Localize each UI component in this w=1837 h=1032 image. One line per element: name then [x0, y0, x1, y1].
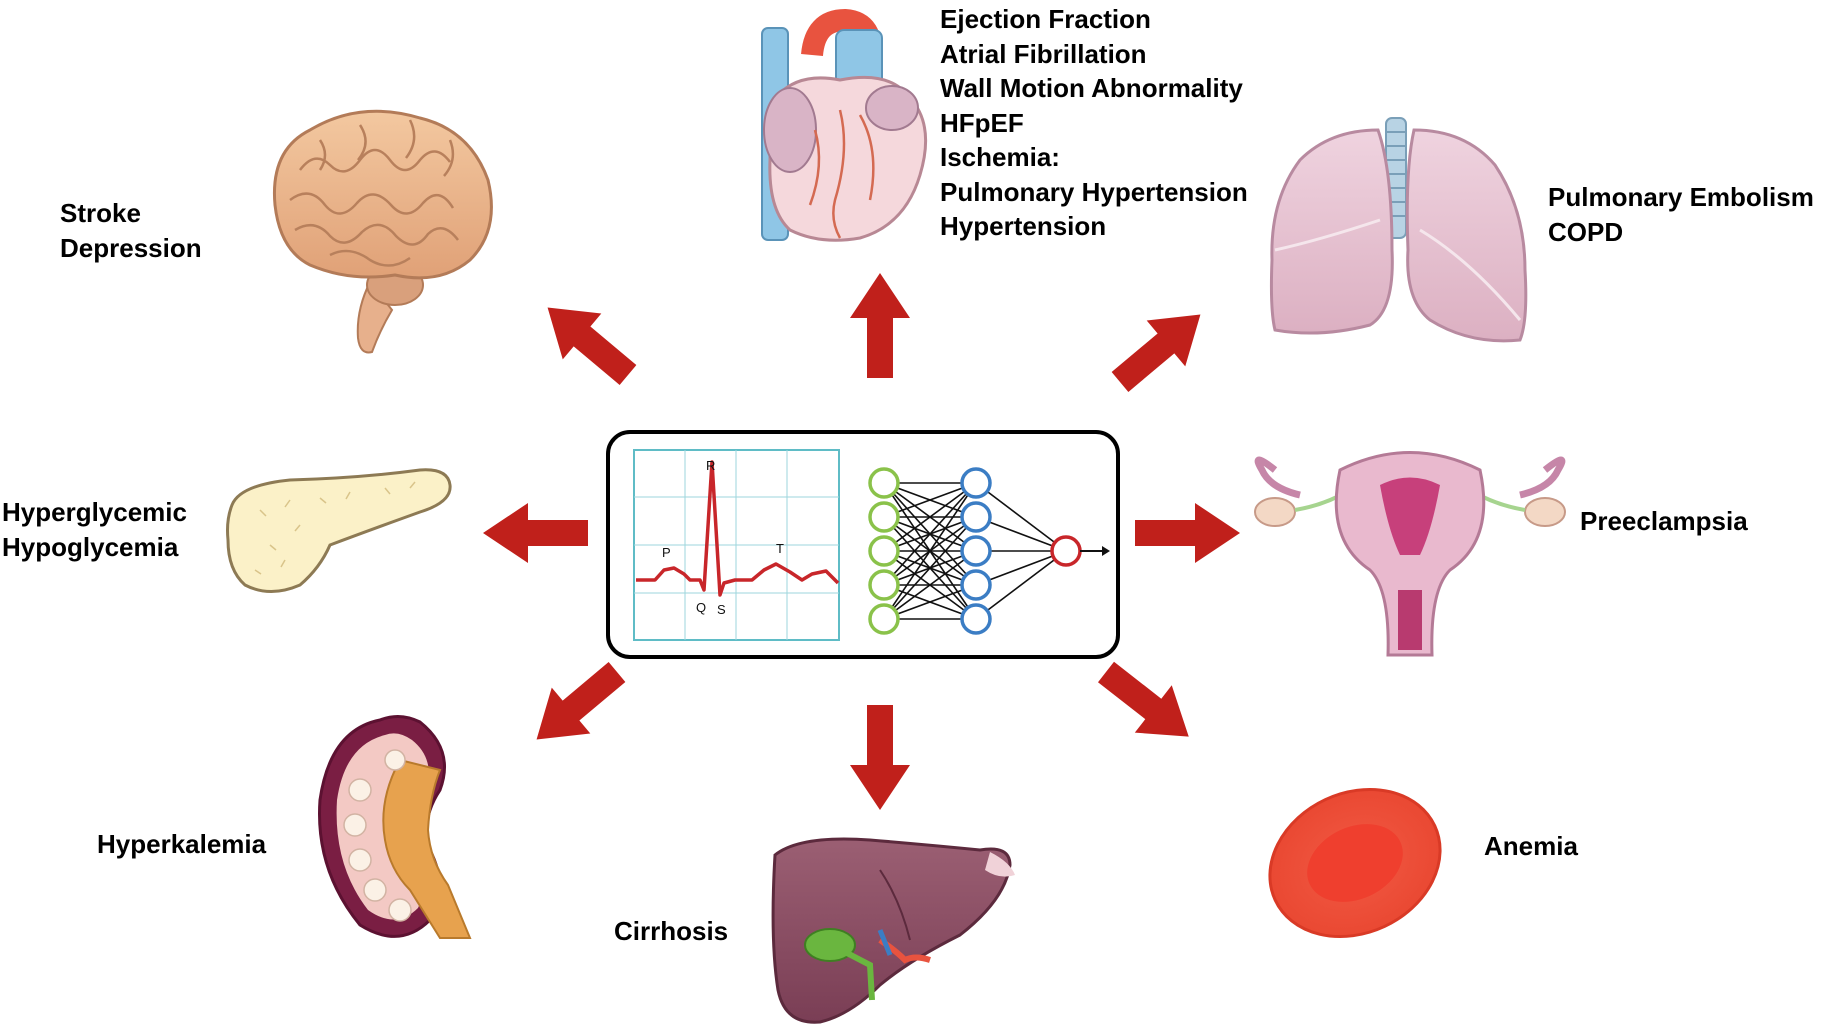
ecg-label-t: T	[776, 541, 784, 556]
label-stroke: Stroke	[60, 198, 141, 228]
lungs-label: Pulmonary Embolism COPD	[1548, 180, 1814, 249]
arrow-to-kidney	[536, 662, 626, 740]
neural-network	[868, 467, 1110, 635]
lungs-icon	[1269, 117, 1528, 343]
nn-output-node	[1050, 535, 1082, 567]
pancreas-label: Hyperglycemic Hypoglycemia	[2, 495, 187, 564]
label-hyperkalemia: Hyperkalemia	[97, 829, 267, 859]
nn-hidden-node	[960, 467, 992, 499]
nn-hidden-node	[960, 501, 992, 533]
label-pulmonary-hypertension: Pulmonary Hypertension	[940, 176, 1248, 207]
rbc-label: Anemia	[1484, 829, 1578, 864]
nn-edge	[975, 482, 1067, 552]
liver-label: Cirrhosis	[614, 914, 728, 949]
nn-output-arrowhead	[1102, 546, 1110, 556]
nn-input-node	[868, 603, 900, 635]
kidney-label: Hyperkalemia	[97, 827, 266, 862]
label-hyperglycemic: Hyperglycemic	[2, 497, 187, 527]
pancreas-icon	[226, 468, 452, 593]
uterus-icon	[1254, 451, 1566, 657]
nn-input-node	[868, 467, 900, 499]
arrow-to-uterus	[1135, 503, 1240, 563]
ecg-trace	[636, 460, 840, 597]
label-depression: Depression	[60, 232, 202, 263]
nn-edge	[883, 482, 977, 552]
center-box: R P T Q S	[606, 430, 1120, 659]
nn-edge	[883, 584, 977, 620]
nn-hidden-node	[960, 535, 992, 567]
arrow-to-heart	[850, 273, 910, 378]
nn-edge	[975, 516, 1067, 552]
arrow-to-brain	[547, 307, 637, 385]
nn-input-node	[868, 501, 900, 533]
label-hfpef: HFpEF	[940, 107, 1024, 138]
nn-edge	[883, 516, 977, 620]
label-cirrhosis: Cirrhosis	[614, 916, 729, 946]
label-atrial-fibrillation: Atrial Fibrillation	[940, 38, 1147, 69]
arrow-to-lungs	[1111, 314, 1201, 392]
ecg-label-q: Q	[696, 600, 706, 615]
red-blood-cell-icon	[1268, 787, 1442, 939]
label-hypoglycemia: Hypoglycemia	[2, 531, 179, 562]
ecg-panel: R P T Q S	[633, 449, 840, 641]
nn-edge	[883, 482, 977, 586]
arrow-to-pancreas	[483, 503, 588, 563]
ecg-label-r: R	[706, 458, 715, 473]
heart-icon	[761, 8, 928, 242]
nn-hidden-node	[960, 603, 992, 635]
label-pulmonary-embolism: Pulmonary Embolism	[1548, 182, 1814, 212]
label-ischemia: Ischemia:	[940, 142, 1060, 172]
nn-edge	[883, 482, 977, 620]
ecg-label-s: S	[717, 602, 726, 617]
label-wall-motion-abnormality: Wall Motion Abnormality	[940, 73, 1243, 103]
kidney-icon	[318, 715, 472, 939]
nn-edge	[975, 550, 1067, 620]
nn-edge	[883, 482, 977, 518]
brain-icon	[272, 109, 493, 354]
arrow-to-rbc	[1097, 661, 1189, 737]
nn-input-node	[868, 535, 900, 567]
label-copd: COPD	[1548, 216, 1624, 247]
ecg-label-p: P	[662, 545, 671, 560]
label-ejection-fraction: Ejection Fraction	[940, 4, 1151, 34]
label-anemia: Anemia	[1484, 831, 1578, 861]
uterus-label: Preeclampsia	[1580, 504, 1748, 539]
nn-edge	[975, 550, 1067, 586]
arrows	[483, 273, 1240, 810]
nn-input-node	[868, 569, 900, 601]
label-hypertension: Hypertension	[940, 211, 1107, 241]
nn-edge	[883, 550, 977, 620]
brain-label: Stroke Depression	[60, 196, 202, 265]
heart-label: Ejection Fraction Atrial Fibrillation Wa…	[940, 2, 1248, 244]
label-preeclampsia: Preeclampsia	[1580, 506, 1748, 536]
liver-icon	[771, 837, 1015, 1024]
arrow-to-liver	[850, 705, 910, 810]
ecg-grid	[634, 450, 839, 640]
nn-hidden-node	[960, 569, 992, 601]
